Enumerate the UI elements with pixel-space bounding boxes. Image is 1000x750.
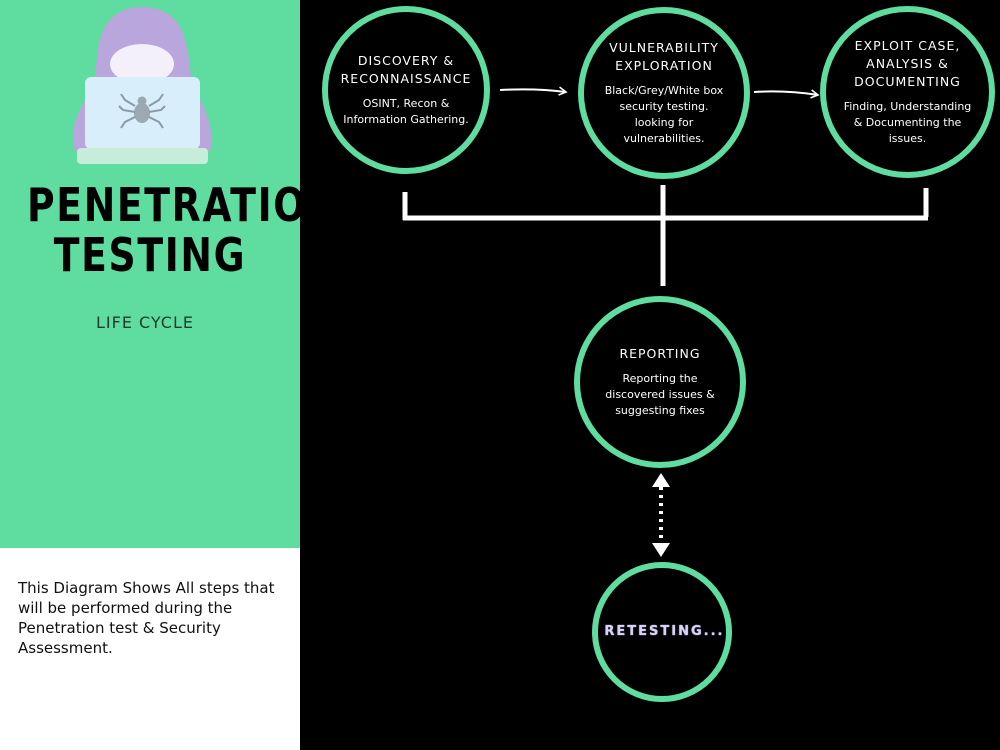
hooded-hacker-laptop-icon <box>72 7 212 164</box>
node-retesting-heading: RETESTING... <box>604 624 725 639</box>
diagram-caption: This Diagram Shows All steps that will b… <box>18 579 275 657</box>
node-reporting-heading: REPORTING <box>619 346 701 361</box>
retest-loop-connector <box>652 473 670 557</box>
arrow-vulnerability-to-exploit <box>753 89 820 99</box>
sidebar-panel: PENETRATION TESTING LIFE CYCLE <box>0 0 339 548</box>
node-vulnerability-description: Black/Grey/White box security testing. l… <box>604 84 724 145</box>
node-vulnerability-exploration: VULNERABILITY EXPLORATION Black/Grey/Whi… <box>578 7 750 179</box>
page-subtitle: LIFE CYCLE <box>95 313 194 332</box>
node-exploit-description: Finding, Understanding & Documenting the… <box>843 100 972 145</box>
node-discovery-heading: DISCOVERY & RECONNAISSANCE <box>340 53 472 86</box>
arrow-discovery-to-vulnerability <box>499 86 568 96</box>
page-title-line2: TESTING <box>53 228 247 282</box>
node-vulnerability-heading: VULNERABILITY EXPLORATION <box>609 40 719 73</box>
node-retesting: RETESTING... <box>592 562 732 702</box>
node-reporting: REPORTING Reporting the discovered issue… <box>574 296 746 468</box>
node-reporting-description: Reporting the discovered issues & sugges… <box>605 372 715 417</box>
merge-bracket <box>402 185 929 286</box>
spider-icon <box>118 93 166 129</box>
node-discovery-description: OSINT, Recon & Information Gathering. <box>343 97 469 126</box>
node-exploit-analysis: EXPLOIT CASE, ANALYSIS & DOCUMENTING Fin… <box>820 6 995 178</box>
node-discovery: DISCOVERY & RECONNAISSANCE OSINT, Recon … <box>322 6 490 174</box>
caption-panel <box>0 548 300 750</box>
node-exploit-heading: EXPLOIT CASE, ANALYSIS & DOCUMENTING <box>854 38 961 89</box>
